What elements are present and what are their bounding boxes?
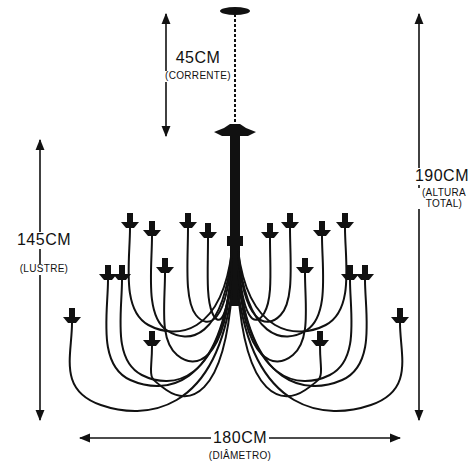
candle-dish	[391, 317, 409, 323]
candle-cup	[205, 223, 211, 232]
candle-cup	[149, 221, 155, 230]
chandelier-arm	[120, 270, 232, 381]
chandelier-arm	[106, 270, 232, 386]
star-plate	[214, 124, 256, 136]
candle-dish	[121, 222, 139, 228]
candle-cup	[149, 331, 155, 340]
candle-cup	[317, 331, 323, 340]
dimension-caption: (ALTURA TOTAL)	[417, 188, 471, 209]
candle-cup	[319, 221, 325, 230]
chandelier-arm	[238, 290, 402, 411]
chandelier-arm	[151, 236, 232, 337]
chandelier-arm	[238, 228, 347, 332]
chandelier-arm	[238, 270, 306, 361]
candle-cup	[287, 213, 293, 222]
dimension-caption: (CORRENTE)	[163, 71, 233, 82]
dimension-line	[418, 14, 420, 420]
candle-cup	[185, 213, 191, 222]
column-ring	[227, 236, 243, 246]
candle-dish	[336, 222, 354, 228]
candle-cup	[119, 265, 125, 274]
chandelier-arm	[238, 270, 352, 381]
candle-cup	[127, 213, 133, 222]
candle-dish	[296, 267, 314, 273]
candle-dish	[199, 232, 217, 238]
candle-dish	[356, 274, 374, 280]
candle-dish	[63, 317, 81, 323]
candle-cup	[397, 308, 403, 317]
candle-cup	[347, 265, 353, 274]
chandelier-arm	[129, 228, 232, 332]
candle-cup	[69, 308, 75, 317]
chandelier-arm	[70, 290, 232, 411]
candle-dish	[143, 230, 161, 236]
chandelier-arm	[238, 236, 323, 337]
candle-dish	[281, 222, 299, 228]
ceiling-canopy	[220, 7, 250, 15]
dimension-line	[39, 140, 41, 420]
candle-dish	[113, 274, 131, 280]
candle-dish	[313, 230, 331, 236]
dimension-value: 190CM	[413, 168, 471, 185]
candle-dish	[341, 274, 359, 280]
dimension-value: 145CM	[15, 232, 73, 249]
candle-dish	[311, 340, 329, 346]
chain	[234, 14, 236, 130]
candle-cup	[302, 258, 308, 267]
dimension-value: 45CM	[174, 50, 223, 67]
dimension-value: 180CM	[211, 430, 269, 447]
candle-cup	[342, 213, 348, 222]
candle-cup	[105, 265, 111, 274]
candle-dish	[143, 340, 161, 346]
chandelier-arm	[164, 270, 232, 361]
candle-dish	[179, 222, 197, 228]
chandelier-arm	[151, 290, 232, 396]
dimension-caption: (DIÂMETRO)	[207, 451, 273, 462]
candle-dish	[156, 267, 174, 273]
dimension-caption: (LUSTRE)	[18, 264, 71, 275]
candle-cup	[267, 223, 273, 232]
candle-dish	[261, 232, 279, 238]
chandelier-arm	[238, 270, 367, 386]
candle-cup	[362, 265, 368, 274]
candle-cup	[162, 258, 168, 267]
chandelier-arm	[238, 228, 291, 322]
